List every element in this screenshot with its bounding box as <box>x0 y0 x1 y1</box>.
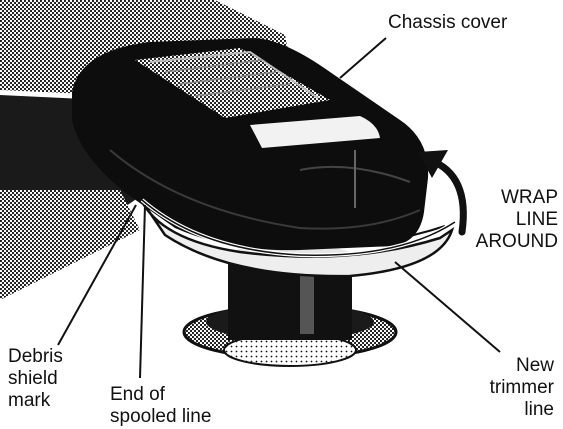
new-trimmer-line <box>140 198 457 258</box>
debris-shield-mark-line-3: mark <box>8 390 51 411</box>
end-of-spooled-line-line-2: spooled line <box>110 406 212 427</box>
leader-end-of-spooled-line <box>139 204 146 379</box>
debris-shield-mark-line-2: shield <box>8 368 58 389</box>
wrap-arrow <box>418 150 467 236</box>
label-new-trimmer-line: New trimmer line <box>466 355 554 421</box>
wrap-line-around-line-3: AROUND <box>475 231 558 252</box>
chassis-cover-body <box>72 38 429 251</box>
debris-shield-mark-line-1: Debris <box>8 346 63 367</box>
label-wrap-line-around: WRAP LINE AROUND <box>470 187 558 253</box>
leader-debris-shield-mark <box>57 204 137 346</box>
label-debris-shield-mark: Debris shield mark <box>8 346 63 412</box>
wrap-line-around-line-2: LINE <box>515 209 558 230</box>
spool-hub <box>182 245 398 367</box>
wrap-line-around-line-1: WRAP <box>501 187 558 208</box>
new-trimmer-line-line-3: line <box>524 399 554 420</box>
leader-chassis-cover <box>339 37 387 79</box>
chassis-cover-text: Chassis cover <box>388 12 508 33</box>
new-trimmer-line-line-1: New <box>515 355 554 376</box>
end-of-spooled-line-line-1: End of <box>110 384 165 405</box>
label-chassis-cover: Chassis cover <box>388 12 507 34</box>
leader-new-trimmer-line <box>394 261 501 353</box>
new-trimmer-line-line-2: trimmer <box>489 377 554 398</box>
label-end-of-spooled-line: End of spooled line <box>110 384 211 428</box>
leader-lines <box>57 37 501 379</box>
